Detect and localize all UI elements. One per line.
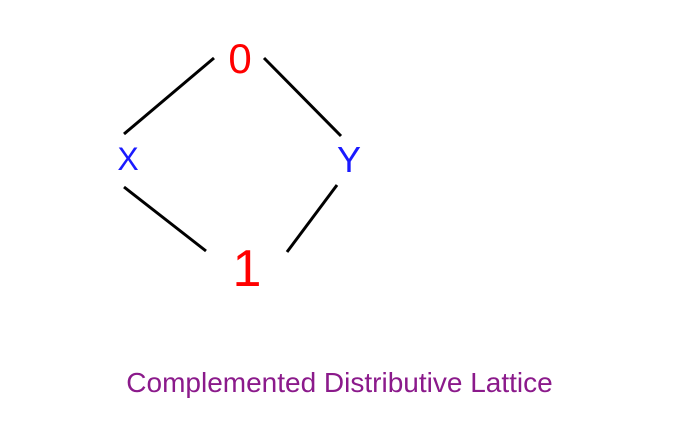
edge-left-bottom: [123, 185, 207, 253]
diagram-caption: Complemented Distributive Lattice: [126, 367, 553, 398]
nodes: 0 X Y 1: [117, 35, 361, 298]
edge-top-left: [123, 56, 215, 136]
node-bottom-label: 1: [233, 240, 262, 298]
edge-top-right: [262, 56, 343, 138]
node-right-label: Y: [337, 139, 361, 180]
edges: [123, 56, 343, 253]
edge-right-bottom: [285, 184, 339, 253]
node-top-label: 0: [228, 35, 251, 82]
node-left-label: X: [117, 141, 138, 177]
